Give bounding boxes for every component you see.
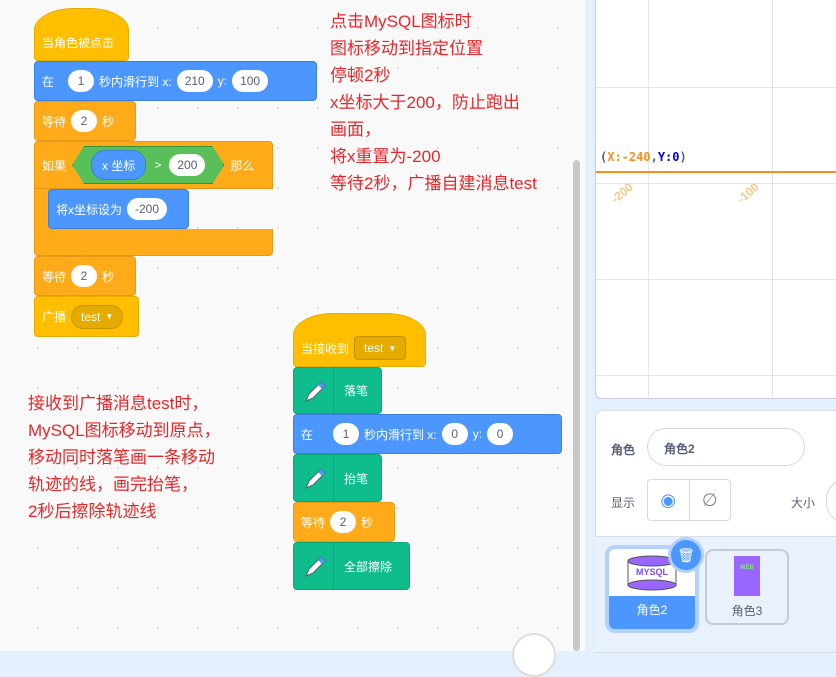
dropdown-value: test bbox=[364, 341, 384, 355]
annotation-bottom: 接收到广播消息test时， MySQL图标移动到原点， 移动同时落笔画一条移动 … bbox=[28, 394, 221, 521]
wait-block[interactable]: 等待 2 秒 bbox=[34, 101, 136, 141]
block-label: 当接收到 bbox=[301, 341, 350, 356]
if-block-bottom bbox=[34, 229, 273, 256]
block-label: 在 bbox=[301, 427, 314, 442]
block-label: 等待 bbox=[301, 515, 326, 530]
sprite-tile[interactable]: WEB 角色3 bbox=[705, 549, 789, 625]
glide-block[interactable]: 在 1 秒内滑行到 x: 210 y: 100 bbox=[34, 61, 317, 101]
block-label: 秒内滑行到 x: bbox=[364, 427, 437, 442]
sprite-name: 角色2 bbox=[636, 603, 668, 617]
wait-block[interactable]: 等待 2 秒 bbox=[34, 256, 136, 296]
x-position-reporter[interactable]: x 坐标 bbox=[91, 150, 146, 180]
block-label: 秒内滑行到 x: bbox=[99, 74, 172, 89]
paren: ( bbox=[600, 150, 608, 164]
sprite-name: 角色3 bbox=[731, 604, 763, 618]
wait-input[interactable]: 2 bbox=[330, 511, 357, 533]
separator: , bbox=[650, 150, 658, 164]
x-input[interactable]: 0 bbox=[441, 423, 468, 445]
pen-down-block[interactable]: 落笔 bbox=[293, 367, 382, 414]
sprite-name-input[interactable]: 角色2 bbox=[647, 428, 805, 466]
stage[interactable]: (X:-240,Y:0) -200 -100 bbox=[595, 0, 836, 399]
pen-trail-line bbox=[596, 171, 836, 173]
pen-icon bbox=[297, 455, 334, 501]
x-input[interactable]: 210 bbox=[176, 70, 213, 92]
block-label: 秒 bbox=[361, 515, 374, 530]
block-label: 当角色被点击 bbox=[42, 36, 115, 50]
wait-block[interactable]: 等待 2 秒 bbox=[293, 502, 395, 542]
axis-tick-label: -200 bbox=[608, 179, 636, 207]
broadcast-block[interactable]: 广播 test ▼ bbox=[34, 296, 139, 337]
annotation-top: 点击MySQL图标时 图标移动到指定位置 停顿2秒 x坐标大于200，防止跑出 … bbox=[330, 12, 537, 193]
message-dropdown[interactable]: test ▼ bbox=[354, 336, 407, 360]
block-label: 在 bbox=[42, 74, 55, 89]
when-sprite-clicked-block[interactable]: 当角色被点击 bbox=[34, 8, 129, 61]
block-label: y: bbox=[217, 74, 228, 88]
coordinate-readout: (X:-240,Y:0) bbox=[600, 150, 687, 164]
clear-block[interactable]: 全部擦除 bbox=[293, 542, 410, 590]
block-label: 秒 bbox=[102, 114, 115, 129]
delete-sprite-trash-icon[interactable]: 🗑 bbox=[668, 537, 704, 573]
web-thumbnail: WEB bbox=[734, 556, 760, 596]
y-input[interactable]: 100 bbox=[232, 70, 269, 92]
set-x-block[interactable]: 将x坐标设为 -200 bbox=[48, 189, 189, 229]
show-eye-icon[interactable]: ◉ bbox=[648, 480, 690, 520]
paren: ) bbox=[679, 150, 687, 164]
block-label: 如果 bbox=[42, 158, 67, 173]
operator-symbol: > bbox=[154, 158, 162, 172]
y-coordinate: Y:0 bbox=[657, 150, 680, 164]
glide-block[interactable]: 在 1 秒内滑行到 x: 0 y: 0 bbox=[293, 414, 562, 454]
wait-input[interactable]: 2 bbox=[71, 110, 98, 132]
mysql-cylinder-thumbnail bbox=[627, 555, 677, 590]
secs-input[interactable]: 1 bbox=[333, 423, 360, 445]
pen-icon bbox=[297, 368, 334, 413]
block-label: y: bbox=[472, 427, 483, 441]
wait-input[interactable]: 2 bbox=[71, 265, 98, 287]
caret-down-icon: ▼ bbox=[388, 343, 397, 353]
block-label: 秒 bbox=[102, 269, 115, 284]
caret-down-icon: ▼ bbox=[105, 312, 114, 321]
pen-up-block[interactable]: 抬笔 bbox=[293, 454, 382, 502]
block-label: 等待 bbox=[42, 269, 67, 284]
when-i-receive-block[interactable]: 当接收到 test ▼ bbox=[293, 313, 426, 367]
block-label: 抬笔 bbox=[344, 471, 369, 486]
block-label: 将x坐标设为 bbox=[56, 202, 123, 217]
thumb-text: MYSQL bbox=[635, 567, 668, 577]
show-label: 显示 bbox=[611, 496, 636, 510]
compare-input[interactable]: 200 bbox=[169, 154, 205, 176]
block-label: 落笔 bbox=[344, 384, 369, 398]
sprite-label: 角色 bbox=[611, 443, 636, 457]
hide-eye-icon[interactable]: ∅ bbox=[701, 489, 718, 510]
block-label: 那么 bbox=[230, 158, 255, 173]
zoom-in-button[interactable] bbox=[512, 633, 556, 677]
size-input[interactable] bbox=[826, 479, 836, 523]
code-workspace[interactable]: 当角色被点击 在 1 秒内滑行到 x: 210 y: 100 等待 2 秒 如果… bbox=[0, 0, 585, 677]
block-label: 等待 bbox=[42, 114, 67, 129]
greater-than-operator[interactable]: x 坐标 > 200 bbox=[72, 146, 224, 184]
size-label: 大小 bbox=[791, 496, 816, 510]
pen-icon bbox=[297, 543, 334, 589]
x-coordinate: X:-240 bbox=[607, 150, 651, 164]
broadcast-dropdown[interactable]: test ▼ bbox=[71, 304, 124, 329]
axis-tick-label: -100 bbox=[734, 179, 762, 207]
sprite-tile-selected[interactable]: MYSQL 角色2 bbox=[605, 545, 699, 633]
sprite-list: MYSQL 角色2 🗑 WEB 角色3 bbox=[595, 536, 836, 652]
if-block[interactable]: 如果 x 坐标 > 200 那么 bbox=[34, 141, 273, 189]
block-label: 全部擦除 bbox=[344, 559, 393, 574]
setx-input[interactable]: -200 bbox=[127, 198, 168, 220]
secs-input[interactable]: 1 bbox=[68, 70, 95, 92]
y-input[interactable]: 0 bbox=[487, 423, 514, 445]
workspace-scrollbar[interactable] bbox=[573, 160, 580, 651]
block-label: 广播 bbox=[42, 310, 67, 324]
dropdown-value: test bbox=[81, 309, 101, 324]
